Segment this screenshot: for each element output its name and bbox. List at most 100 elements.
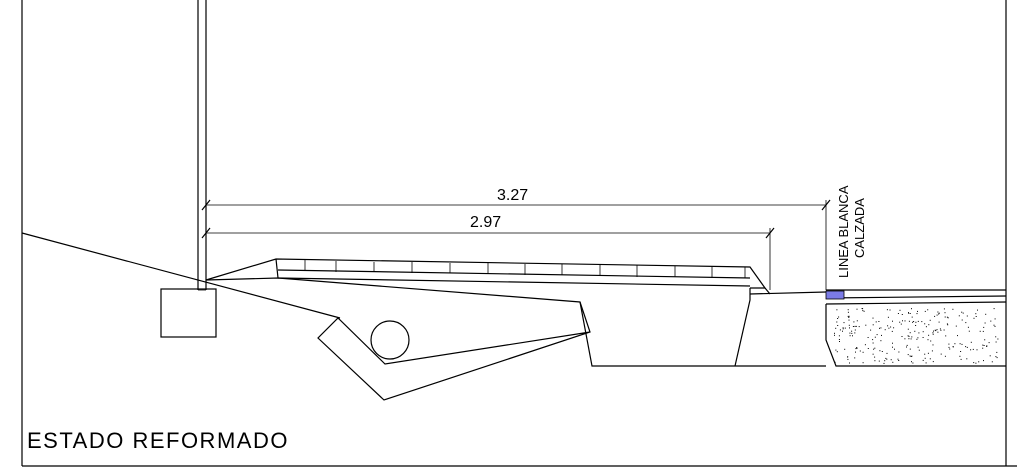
- gravel-speck: [893, 327, 895, 329]
- gravel-speck: [855, 325, 857, 327]
- gravel-speck: [852, 335, 853, 337]
- gravel-speck: [890, 359, 892, 361]
- terrain-slope: [21, 232, 341, 319]
- gravel-speck: [982, 330, 984, 332]
- gravel-speck: [911, 361, 912, 363]
- gravel-speck: [847, 356, 848, 358]
- gravel-speck: [892, 320, 893, 322]
- gravel-speck: [854, 329, 856, 331]
- dimension-inner: [201, 227, 775, 290]
- gravel-speck: [888, 327, 890, 329]
- gravel-speck: [939, 328, 941, 330]
- gravel-speck: [996, 357, 998, 359]
- gravel-speck: [947, 324, 949, 326]
- gravel-speck: [872, 353, 874, 355]
- gravel-speck: [859, 350, 861, 352]
- gravel-speck: [968, 330, 970, 332]
- gravel-speck: [982, 344, 984, 346]
- gravel-speck: [904, 320, 906, 322]
- gravel-speck: [844, 327, 846, 329]
- gravel-speck: [962, 312, 964, 314]
- gravel-speck: [932, 332, 934, 334]
- gravel-speck: [880, 340, 882, 342]
- gravel-speck: [983, 326, 985, 328]
- gravel-speck: [983, 345, 985, 346]
- gravel-speck: [973, 317, 975, 319]
- gravel-speck: [886, 358, 888, 360]
- gravel-speck: [870, 329, 872, 331]
- gravel-speck: [933, 330, 934, 332]
- gravel-speck: [983, 360, 984, 362]
- gravel-speck: [949, 348, 951, 350]
- gravel-speck: [867, 348, 869, 349]
- gravel-speck: [935, 330, 937, 332]
- gravel-speck: [994, 318, 996, 320]
- gravel-speck: [943, 329, 945, 331]
- gravel-speck: [907, 354, 909, 356]
- gravel-speck: [873, 348, 875, 350]
- gravel-speck: [944, 316, 946, 318]
- gravel-speck: [917, 346, 919, 348]
- gravel-speck: [925, 362, 927, 364]
- gravel-speck: [944, 355, 946, 357]
- gravel-speck: [899, 309, 901, 311]
- gravel-speck: [878, 321, 880, 322]
- gravel-speck: [911, 308, 912, 310]
- gravel-speck: [932, 333, 934, 335]
- gravel-speck: [918, 349, 920, 351]
- gravel-speck: [889, 309, 891, 311]
- gravel-speck: [909, 313, 911, 314]
- gravel-speck: [836, 309, 838, 311]
- gravel-speck: [834, 334, 835, 336]
- gravel-speck: [904, 338, 906, 340]
- gravel-speck: [993, 324, 995, 326]
- gravel-speck: [924, 353, 926, 355]
- gravel-speck: [862, 351, 864, 353]
- gravel-speck: [907, 335, 909, 337]
- gravel-speck: [856, 308, 858, 310]
- gravel-speck: [988, 342, 990, 344]
- gravel-speck: [961, 311, 963, 313]
- gravel-speck: [849, 332, 851, 334]
- gravel-speck: [936, 314, 938, 316]
- gravel-speck: [958, 315, 960, 317]
- gravel-speck: [990, 320, 992, 322]
- gravel-speck: [994, 325, 996, 327]
- gravel-speck: [917, 320, 919, 322]
- gravel-speck: [960, 358, 962, 360]
- dimension-outer: [201, 199, 831, 290]
- gravel-speck: [853, 321, 855, 323]
- gravel-speck: [863, 310, 865, 312]
- gravel-speck: [977, 309, 978, 311]
- pole: [197, 0, 207, 291]
- gravel-speck: [848, 315, 850, 317]
- gravel-speck: [907, 328, 909, 330]
- gravel-speck: [908, 320, 910, 322]
- gravel-speck: [838, 316, 840, 318]
- gravel-speck: [955, 325, 957, 327]
- gravel-speck: [996, 351, 998, 353]
- gravel-speck: [836, 321, 838, 323]
- gravel-speck: [849, 327, 850, 329]
- gravel-speck: [862, 308, 864, 310]
- gravel-speck: [924, 310, 926, 312]
- white-line-marker: [825, 290, 845, 300]
- gravel-speck: [927, 309, 929, 311]
- gravel-speck: [900, 323, 902, 325]
- gravel-speck: [834, 332, 835, 334]
- gravel-speck: [892, 346, 893, 348]
- gravel-speck: [909, 355, 911, 357]
- gravel-speck: [934, 329, 936, 331]
- gravel-speck: [991, 361, 993, 363]
- gravel-speck: [931, 350, 933, 352]
- gravel-speck: [899, 321, 901, 323]
- gravel-speck: [944, 312, 946, 314]
- gravel-speck: [874, 360, 876, 362]
- gravel-speck: [898, 351, 900, 353]
- gravel-speck: [972, 348, 974, 350]
- gravel-speck: [836, 351, 838, 353]
- gravel-speck: [837, 318, 839, 319]
- gravel-speck: [976, 349, 978, 351]
- gravel-speck: [960, 351, 962, 352]
